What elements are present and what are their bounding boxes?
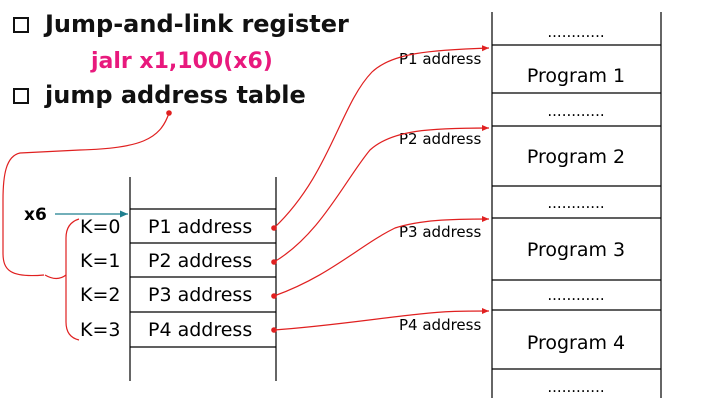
memory-ellipsis: ............ [547,194,604,212]
instruction-text: jalr x1,100(x6) [90,49,273,74]
bullet-square-icon [13,17,29,33]
memory-ellipsis: ............ [547,23,604,41]
jump-table-entry: P2 address [148,250,252,272]
index-labels: K=0 K=1 K=2 K=3 [44,216,120,341]
jump-table-entry: P3 address [148,284,252,306]
register-label: x6 [24,205,47,225]
memory-ellipsis: ............ [547,286,604,304]
pointer-label: P1 address [399,50,481,68]
index-bracket-tail [44,274,67,280]
jump-table-entry: P4 address [148,319,252,341]
index-bracket [65,218,80,341]
memory-ellipsis: ............ [547,102,604,120]
jump-table: P1 address P2 address P3 address P4 addr… [129,177,277,381]
pointer-label: P4 address [399,316,481,334]
memory-ellipsis: ............ [547,378,604,396]
memory-column: ............ Program 1 ............ Prog… [491,12,662,398]
memory-program: Program 4 [527,332,625,354]
bullet-title-jump-table: jump address table [44,81,306,109]
pointer-arrows [271,45,490,333]
pointer-label: P2 address [399,130,481,148]
index-label: K=3 [80,319,120,341]
pointer-label: P3 address [399,223,481,241]
pointer-arrow-p2 [273,125,490,263]
index-label: K=0 [80,216,120,238]
memory-program: Program 3 [527,239,625,261]
bullet-square-icon [13,88,29,104]
pointer-arrow-p3 [273,216,490,297]
index-label: K=2 [80,284,120,306]
jump-table-entry: P1 address [148,216,252,238]
memory-program: Program 1 [527,65,625,87]
memory-program: Program 2 [527,146,625,168]
index-label: K=1 [80,250,120,272]
pointer-arrow-p1 [273,45,490,229]
bullet-title-jalr: Jump-and-link register [43,10,349,38]
pointer-arrow-p4 [273,308,490,331]
table-reference-curve [2,112,170,277]
